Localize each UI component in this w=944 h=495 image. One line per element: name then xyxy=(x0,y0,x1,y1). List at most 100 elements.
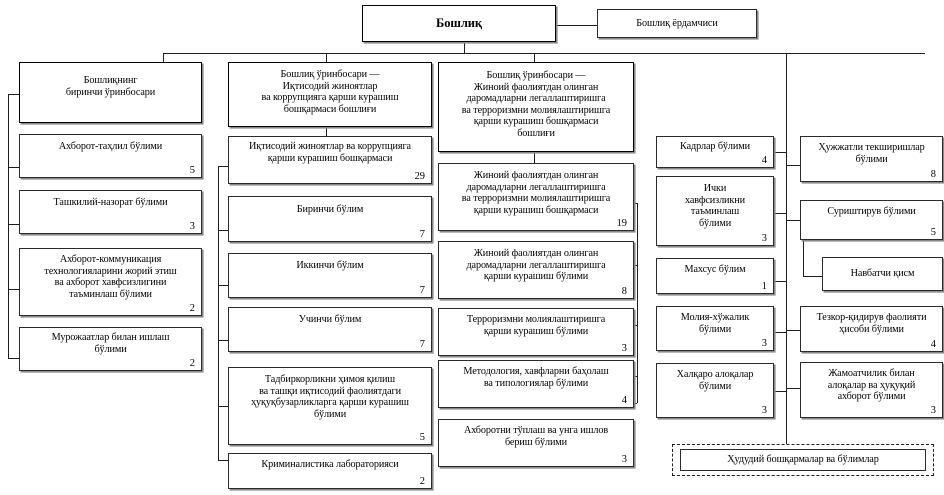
box-col2-item-2-label: Иккинчи бўлим xyxy=(296,260,364,271)
box-col4-item-2[interactable]: Махсус бўлим 1 xyxy=(656,258,774,294)
connector-root-down xyxy=(464,41,466,54)
box-col2-item-2-count: 7 xyxy=(419,285,425,296)
connector-col4-stub-0 xyxy=(774,152,786,154)
connector-col1-stub-3 xyxy=(8,289,20,291)
box-col4-item-3-count: 3 xyxy=(761,338,767,349)
box-col4-item-2-count: 1 xyxy=(761,281,767,292)
box-col2-item-3-label: Учинчи бўлим xyxy=(298,314,362,325)
connector-root-assistant xyxy=(556,25,597,27)
box-col4-item-1-count: 3 xyxy=(761,233,767,244)
connector-col4-stub-2 xyxy=(774,281,786,283)
box-root[interactable]: Бошлиқ xyxy=(362,5,556,42)
box-col3-item-1-count: 8 xyxy=(621,286,627,297)
box-col3-head-label: Бошлиқ ўринбосари —Жиноий фаолиятдан оли… xyxy=(461,70,611,139)
box-col4-item-4-count: 3 xyxy=(761,405,767,416)
box-col5-item-2-label: Навбатчи қисм xyxy=(850,268,915,280)
connector-col4-stub-1 xyxy=(774,213,786,215)
box-col4-item-2-label: Махсус бўлим xyxy=(684,264,746,275)
connector-col5-stub-3 xyxy=(786,330,800,332)
connector-navbatchi-v xyxy=(803,240,805,276)
box-col1-item-3-count: 2 xyxy=(189,358,195,369)
connector-col4-stub-4 xyxy=(774,391,786,393)
box-col1-item-0[interactable]: Ахборот-таҳлил бўлими 5 xyxy=(19,134,202,178)
box-col1-item-1[interactable]: Ташкилий-назорат бўлими 3 xyxy=(19,190,202,234)
connector-col1-stub-2 xyxy=(8,224,20,226)
box-col2-item-3-count: 7 xyxy=(419,339,425,350)
connector-bus-col3 xyxy=(534,53,536,63)
box-assistant-label: Бошлиқ ёрдамчиси xyxy=(636,17,718,29)
connector-main-bus xyxy=(163,53,925,55)
box-col4-item-0-count: 4 xyxy=(761,155,767,166)
box-col1-item-0-count: 5 xyxy=(189,165,195,176)
box-col3-item-3-count: 4 xyxy=(621,395,627,406)
connector-col1-stub-1 xyxy=(8,167,20,169)
box-col2-item-1-count: 7 xyxy=(419,229,425,240)
box-root-label: Бошлиқ xyxy=(436,15,482,30)
connector-col3-bus xyxy=(637,203,639,403)
box-col4-item-0[interactable]: Кадрлар бўлими 4 xyxy=(656,136,774,168)
connector-col2-bus xyxy=(218,166,220,460)
box-assistant[interactable]: Бошлиқ ёрдамчиси xyxy=(597,9,757,38)
box-col1-item-1-count: 3 xyxy=(189,221,195,232)
box-col5-item-2[interactable]: Навбатчи қисм xyxy=(822,257,943,291)
box-col2-item-4-count: 5 xyxy=(419,432,425,443)
connector-col5-stub-1 xyxy=(786,220,800,222)
connector-col2-stub-4 xyxy=(218,406,230,408)
connector-col1-bus xyxy=(8,94,10,358)
box-col5-item-1[interactable]: Суриштирув бўлими 5 xyxy=(800,200,943,240)
box-col2-item-1[interactable]: Биринчи бўлим 7 xyxy=(228,196,432,242)
connector-col1-stub-4 xyxy=(8,358,20,360)
connector-col2-head-down xyxy=(326,127,328,139)
box-col2-item-1-label: Биринчи бўлим xyxy=(296,204,364,215)
box-col5-item-0-count: 8 xyxy=(930,169,936,180)
box-col3-head[interactable]: Бошлиқ ўринбосари —Жиноий фаолиятдан оли… xyxy=(438,62,634,152)
box-footer[interactable]: Ҳудудий бошқармалар ва бўлимлар xyxy=(680,449,926,471)
box-col1-item-0-label: Ахборот-таҳлил бўлими xyxy=(58,141,163,152)
connector-col3-head-down xyxy=(534,152,536,163)
connector-col5-stub-0 xyxy=(786,165,800,167)
box-col2-item-3[interactable]: Учинчи бўлим 7 xyxy=(228,307,432,352)
connector-col1-stub-0 xyxy=(8,94,20,96)
connector-col2-stub-1 xyxy=(218,230,230,232)
box-col5-item-4-count: 3 xyxy=(930,405,936,416)
box-col4-item-0-label: Кадрлар бўлими xyxy=(680,141,750,152)
box-col2-item-5-count: 2 xyxy=(419,476,425,487)
box-col5-item-1-label: Суриштирув бўлими xyxy=(827,206,916,217)
connector-bus-col45 xyxy=(786,53,788,445)
box-col2-item-5[interactable]: Криминалистика лабораторияси 2 xyxy=(228,453,432,489)
box-col5-item-1-count: 5 xyxy=(930,227,936,238)
box-col2-item-0-count: 29 xyxy=(414,171,425,182)
box-col2-item-2[interactable]: Иккинчи бўлим 7 xyxy=(228,253,432,298)
